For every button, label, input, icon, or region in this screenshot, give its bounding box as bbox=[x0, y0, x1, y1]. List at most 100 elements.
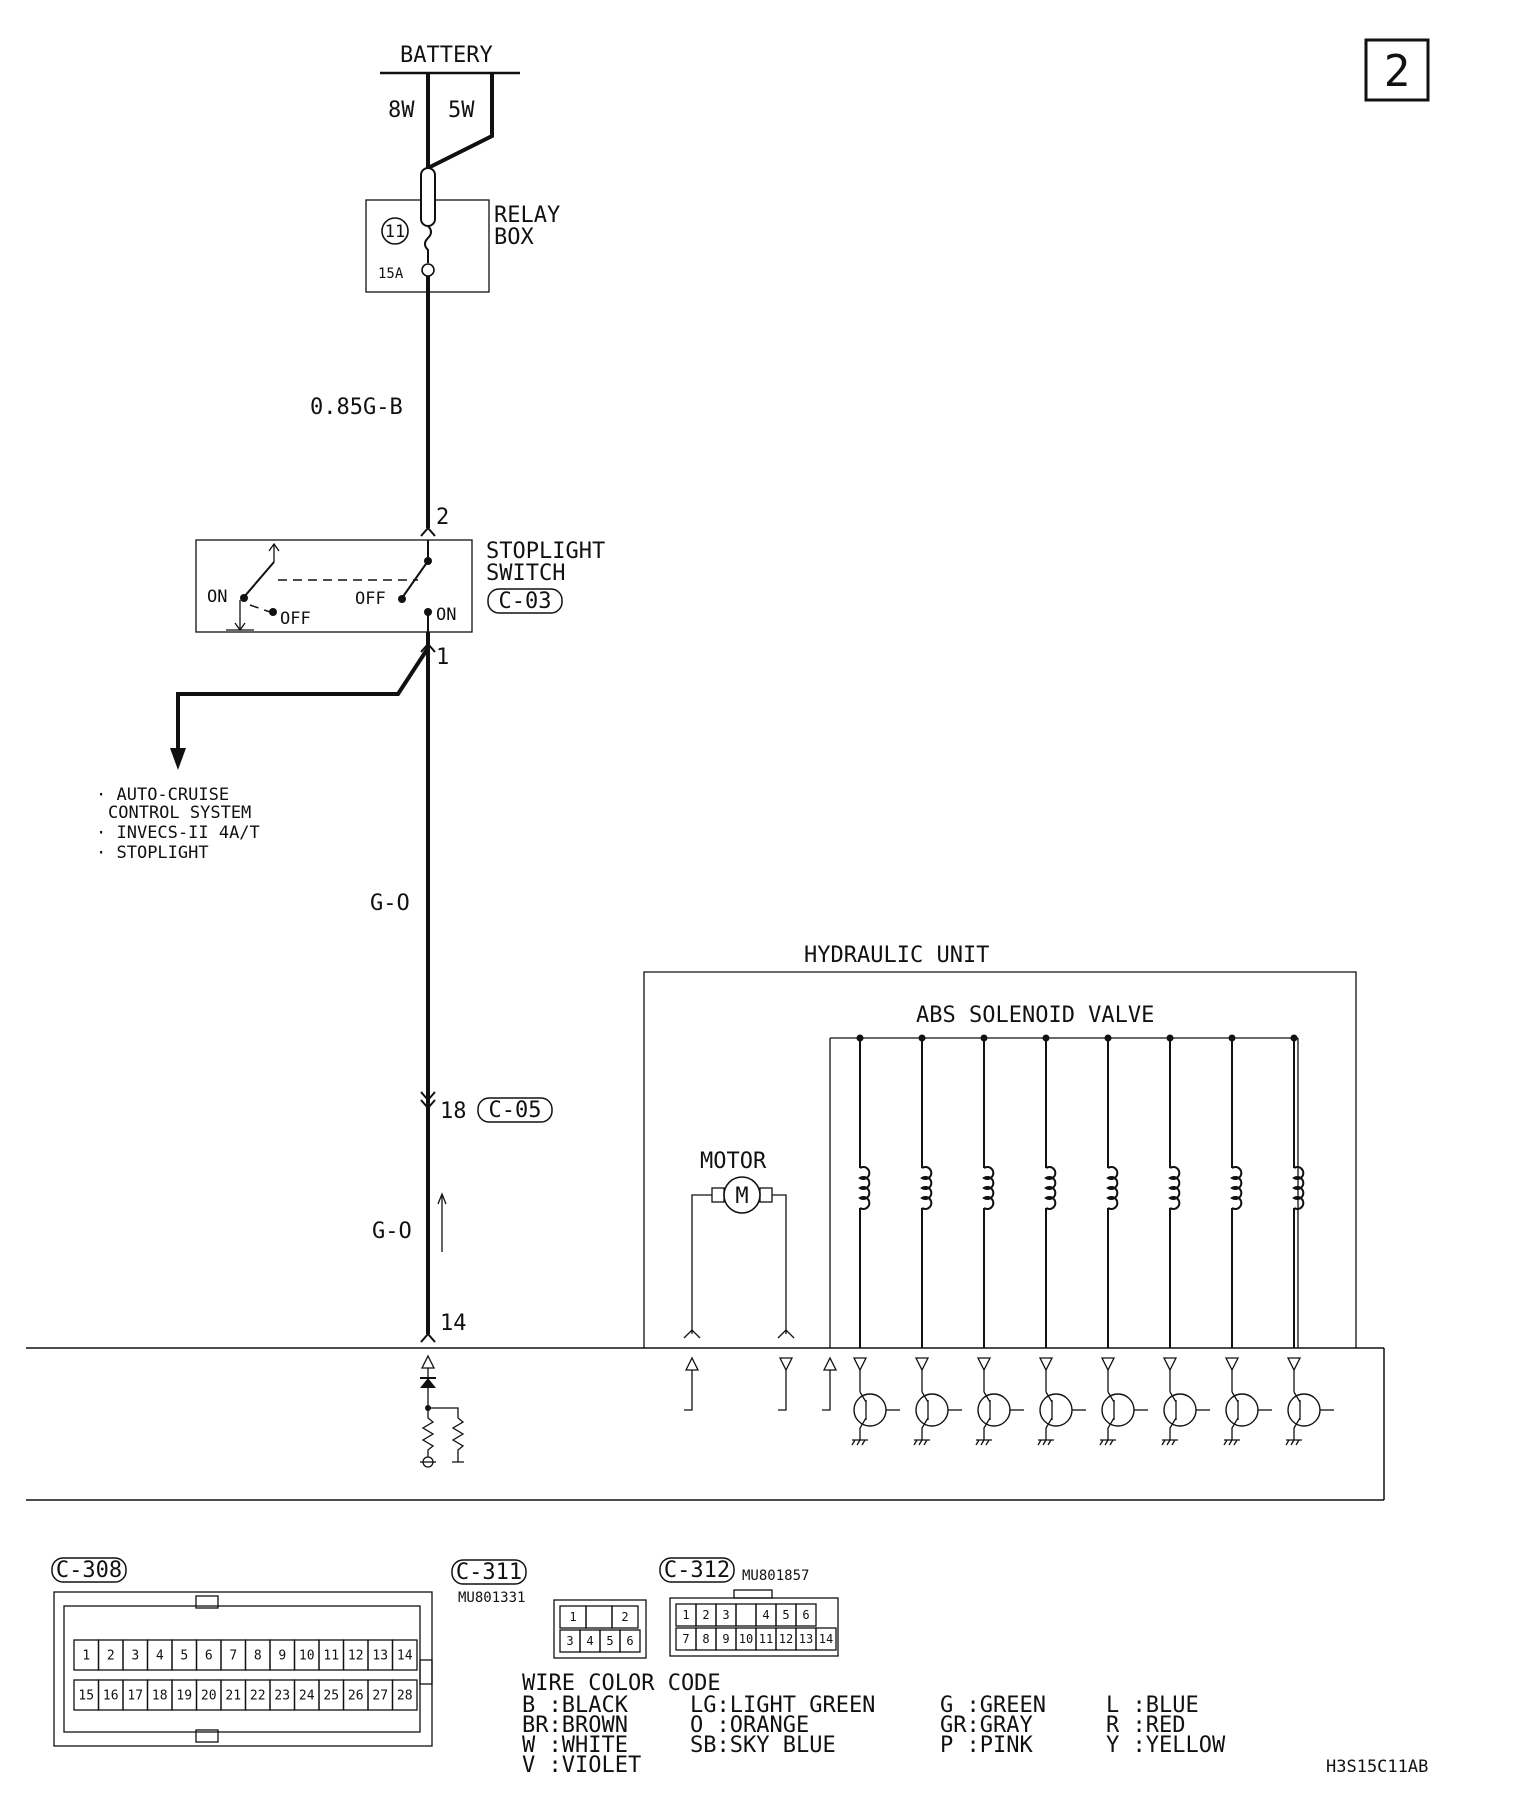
solenoid-1-transistor bbox=[853, 1393, 887, 1427]
switch-left-on-contact bbox=[240, 594, 248, 602]
c308-row2-pin-label: 15 bbox=[78, 1689, 94, 1704]
solenoid-6-transistor-leads bbox=[1169, 1391, 1177, 1440]
solenoid-7-pin-marker bbox=[1224, 1357, 1240, 1372]
figure-code: H3S15C11AB bbox=[1326, 1757, 1428, 1777]
c308-inner bbox=[63, 1605, 421, 1733]
wire-color-entry: BR:BROWN bbox=[522, 1713, 628, 1738]
c308-row2-pin-label: 20 bbox=[201, 1689, 217, 1704]
solenoid-2-transistor bbox=[915, 1393, 949, 1427]
ecu-input-diode bbox=[420, 1378, 436, 1388]
ecu-pin-marker bbox=[420, 1332, 436, 1343]
hydraulic-unit-box bbox=[643, 971, 1357, 1348]
c308-row1-pin-label: 12 bbox=[348, 1649, 364, 1664]
c05-pin: 18 bbox=[440, 1099, 467, 1124]
wire-color-entry: SB:SKY BLUE bbox=[690, 1733, 836, 1758]
abs-solenoid-label: ABS SOLENOID VALVE bbox=[916, 1003, 1154, 1028]
c311-row2-pin-label: 6 bbox=[626, 1634, 633, 1648]
c312-row1-cell bbox=[795, 1603, 817, 1627]
c308-row2-pin-label: 24 bbox=[299, 1689, 315, 1704]
switch-connector-badge bbox=[487, 588, 563, 614]
solenoid-5-ground bbox=[1099, 1439, 1116, 1446]
wire-color-entry: O :ORANGE bbox=[690, 1713, 809, 1738]
c312-label: C-312 bbox=[664, 1558, 730, 1583]
solenoid-4-ground bbox=[1037, 1439, 1054, 1446]
wire-color-entry: P :PINK bbox=[940, 1733, 1033, 1758]
page-number: 2 bbox=[1384, 46, 1411, 97]
c308-row2-pin-label: 21 bbox=[225, 1689, 241, 1704]
fuse-number: 11 bbox=[385, 222, 405, 242]
c05-marker-2 bbox=[420, 1099, 436, 1110]
c308-row1-pin-label: 1 bbox=[82, 1649, 90, 1664]
solenoid-5-transistor-leads bbox=[1107, 1391, 1115, 1440]
c308-row1-pin-label: 9 bbox=[278, 1649, 286, 1664]
solenoid-3-pin-marker bbox=[976, 1357, 992, 1372]
wire-color-entry: GR:GRAY bbox=[940, 1713, 1033, 1738]
c311-row1-cell bbox=[611, 1605, 639, 1629]
wire-label-go-1: G-O bbox=[370, 891, 410, 916]
c308-row2-pin-label: 28 bbox=[397, 1689, 413, 1704]
c312-badge bbox=[659, 1557, 735, 1583]
c308-row2-pin-label: 17 bbox=[127, 1689, 143, 1704]
solenoid-1-coil bbox=[858, 1166, 871, 1210]
wire-color-entry: R :RED bbox=[1106, 1713, 1185, 1738]
c312-row2-pin-label: 12 bbox=[779, 1632, 793, 1646]
c312-row2-pin-label: 13 bbox=[799, 1632, 813, 1646]
switch-on-left: ON bbox=[207, 587, 227, 607]
c312-row1-pin-label: 5 bbox=[782, 1608, 789, 1622]
solenoid-4-coil bbox=[1044, 1166, 1057, 1210]
switch-pin-top: 2 bbox=[436, 505, 449, 530]
fuse-element bbox=[424, 225, 432, 263]
c308-latch-top bbox=[195, 1595, 219, 1609]
c312-row1-pin-label: 3 bbox=[722, 1608, 729, 1622]
c308-latch-bottom bbox=[195, 1729, 219, 1743]
c308-badge bbox=[51, 1557, 127, 1583]
c312-latch bbox=[733, 1589, 773, 1599]
solenoid-3-transistor-leads bbox=[983, 1391, 991, 1440]
battery-label: BATTERY bbox=[400, 43, 493, 68]
solenoid-5-transistor bbox=[1101, 1393, 1135, 1427]
motor-input-left bbox=[684, 1356, 700, 1411]
ecu-resistor-1 bbox=[421, 1408, 435, 1458]
switch-on-right: ON bbox=[436, 605, 456, 625]
solenoid-8-transistor bbox=[1287, 1393, 1321, 1427]
wire-8w-label: 8W bbox=[388, 98, 415, 123]
solenoid-4-transistor bbox=[1039, 1393, 1073, 1427]
c311-part: MU801331 bbox=[458, 1590, 525, 1606]
c312-body bbox=[669, 1597, 839, 1657]
wire-color-entry: Y :YELLOW bbox=[1106, 1733, 1226, 1758]
c308-row1-pin-label: 2 bbox=[107, 1649, 115, 1664]
solenoid-2-pin-marker bbox=[914, 1357, 930, 1372]
battery-wire-5w bbox=[427, 73, 494, 170]
c311-row2-pin-label: 4 bbox=[586, 1634, 593, 1648]
solenoid-7-transistor bbox=[1225, 1393, 1259, 1427]
wire-label-go-2: G-O bbox=[372, 1219, 412, 1244]
c308-row2-pin-label: 16 bbox=[103, 1689, 119, 1704]
switch-off-right: OFF bbox=[355, 589, 386, 609]
solenoid-6-coil bbox=[1168, 1166, 1181, 1210]
solenoid-6-transistor bbox=[1163, 1393, 1197, 1427]
solenoid-1-ground bbox=[851, 1439, 868, 1446]
hydraulic-unit-label: HYDRAULIC UNIT bbox=[804, 943, 989, 968]
c308-row1-pin-label: 6 bbox=[205, 1649, 213, 1664]
switch-left-arrow bbox=[268, 542, 280, 552]
solenoid-3-ground bbox=[975, 1439, 992, 1446]
solenoid-1-transistor-leads bbox=[859, 1391, 867, 1440]
ecu-resistor-2 bbox=[451, 1417, 465, 1458]
c308-row1-pin-label: 10 bbox=[299, 1649, 315, 1664]
c308-body bbox=[53, 1591, 433, 1747]
solenoid-7-coil bbox=[1230, 1166, 1243, 1210]
fuse-rating: 15A bbox=[378, 266, 404, 282]
c05-marker-1 bbox=[420, 1091, 436, 1102]
c312-row2-pin-label: 7 bbox=[682, 1632, 689, 1646]
c308-row2-pin-label: 19 bbox=[176, 1689, 192, 1704]
c05-badge bbox=[477, 1097, 553, 1123]
wire-color-entry: G :GREEN bbox=[940, 1693, 1046, 1718]
solenoid-3-coil bbox=[982, 1166, 995, 1210]
motor-label: MOTOR bbox=[700, 1149, 767, 1174]
solenoid-6-pin-marker bbox=[1162, 1357, 1178, 1372]
branch-target-1: · AUTO-CRUISE bbox=[96, 785, 229, 805]
motor-pin-left bbox=[683, 1329, 701, 1339]
c308-row2-pin-label: 26 bbox=[348, 1689, 364, 1704]
c311-row2-pin-label: 5 bbox=[606, 1634, 613, 1648]
